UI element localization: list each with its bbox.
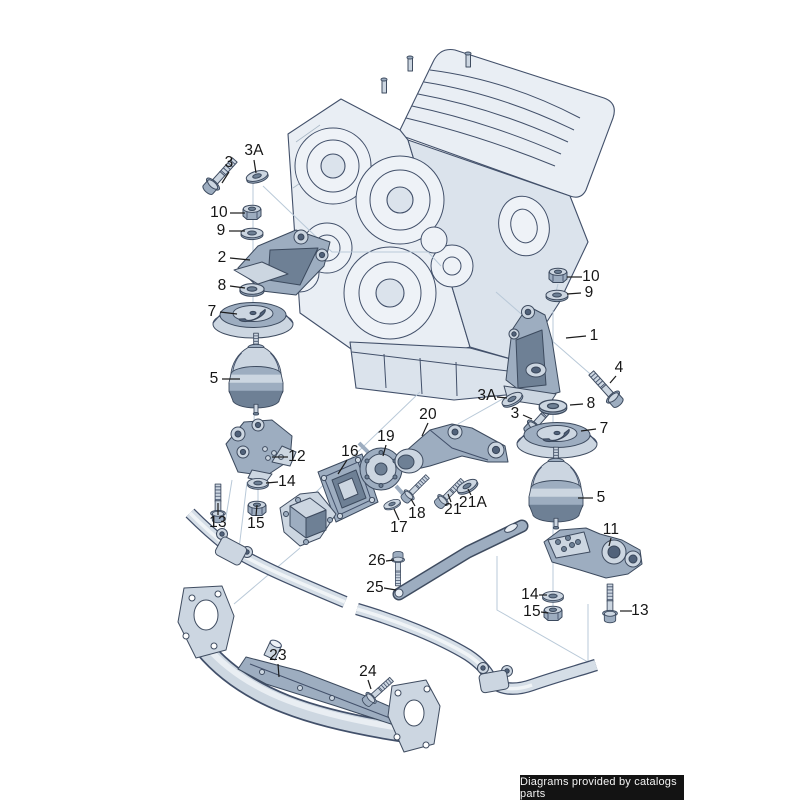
part-callout-21: 21 — [444, 501, 462, 518]
part-callout-14: 14 — [521, 586, 539, 603]
leader-line-8 — [569, 403, 584, 406]
bolt-13-right — [602, 583, 618, 624]
leader-line-26 — [385, 559, 395, 562]
stabilizer-clamp-left — [214, 528, 253, 566]
mount-5-right — [528, 446, 584, 530]
part-callout-10: 10 — [210, 204, 228, 221]
strut-25 — [392, 519, 529, 601]
leader-line-14 — [265, 481, 279, 484]
construction-lines — [221, 178, 605, 663]
part-callout-3: 3 — [224, 154, 234, 171]
bracket-11 — [543, 527, 643, 579]
washer-9-left — [240, 227, 264, 241]
part-callout-25: 25 — [366, 579, 384, 596]
engine-assembly — [280, 48, 615, 401]
part-callout-13: 13 — [631, 602, 649, 619]
leader-line-3a — [496, 396, 508, 399]
part-callout-16: 16 — [341, 443, 359, 460]
nut-15-left — [247, 500, 267, 516]
washer-3a-left — [244, 168, 270, 186]
leader-line-25 — [383, 587, 397, 591]
leader-line-23 — [277, 663, 280, 678]
bolt-3-right — [520, 395, 563, 440]
part-callout-2: 2 — [217, 249, 227, 266]
leader-line-3 — [522, 414, 533, 420]
part-callout-15: 15 — [247, 515, 265, 532]
bracket-1 — [503, 305, 561, 407]
stabilizer-clamp-right — [477, 662, 513, 694]
bolt-3-left — [199, 153, 242, 198]
leader-line-3a — [253, 159, 257, 174]
nut-10-right — [548, 267, 568, 283]
part-callout-23: 23 — [269, 647, 287, 664]
leader-line-7 — [580, 428, 597, 432]
leader-line-4 — [609, 375, 617, 384]
leader-line-8 — [229, 285, 246, 289]
part-callout-8: 8 — [217, 277, 227, 294]
part-callout-18: 18 — [408, 505, 426, 522]
provider-badge-text: Diagrams provided by catalogs parts — [520, 775, 677, 800]
washer-8-right — [538, 399, 568, 415]
part-callout-12: 12 — [288, 448, 306, 465]
housing-16 — [317, 453, 379, 523]
part-callout-3a: 3A — [244, 142, 264, 159]
mount-19 — [357, 441, 405, 496]
part-callout-20: 20 — [419, 406, 437, 423]
part-callout-17: 17 — [390, 519, 408, 536]
leader-line-16 — [337, 459, 348, 475]
leader-line-9 — [566, 292, 582, 295]
part-callout-14: 14 — [278, 473, 296, 490]
leader-line-3 — [221, 171, 230, 184]
part-callout-7: 7 — [599, 420, 609, 437]
part-callout-3a: 3A — [477, 387, 497, 404]
part-callout-21a: 21A — [458, 494, 488, 511]
washer-9-right — [545, 289, 569, 303]
part-callout-10: 10 — [582, 268, 600, 285]
part-callout-9: 9 — [216, 222, 226, 239]
part-callout-9: 9 — [584, 284, 594, 301]
bracket-20 — [394, 423, 509, 474]
part-callout-5: 5 — [209, 370, 219, 387]
part-callout-3: 3 — [510, 405, 520, 422]
part-callout-26: 26 — [368, 552, 386, 569]
washer-17 — [382, 497, 403, 513]
part-callout-1: 1 — [589, 327, 599, 344]
provider-badge: Diagrams provided by catalogs parts — [520, 775, 684, 800]
washer-14-left — [247, 477, 269, 490]
part-callout-11: 11 — [602, 521, 620, 538]
leader-line-11 — [608, 537, 612, 547]
support-7-right — [516, 422, 598, 459]
part-callout-8: 8 — [586, 395, 596, 412]
mount-5-left — [228, 332, 284, 416]
leader-line-24 — [367, 679, 372, 690]
part-callout-13: 13 — [209, 514, 227, 531]
bolt-26 — [391, 551, 405, 587]
leader-line-20 — [421, 422, 429, 437]
part-callout-4: 4 — [614, 359, 624, 376]
bracket-plate-engine-support — [279, 491, 337, 547]
washer-8-left — [239, 283, 265, 297]
part-callout-5: 5 — [596, 489, 606, 506]
part-callout-24: 24 — [359, 663, 377, 680]
bolt-18 — [398, 471, 433, 506]
crossmember-23 — [177, 585, 441, 753]
part-callout-19: 19 — [377, 428, 395, 445]
leader-line-7 — [219, 311, 238, 315]
nut-10-left — [242, 204, 262, 220]
leader-line-2 — [229, 257, 251, 261]
leader-line-15 — [540, 611, 549, 614]
washer-14-right — [542, 590, 564, 603]
support-7-left — [212, 302, 294, 339]
part-callout-7: 7 — [207, 303, 217, 320]
nut-15-right — [543, 605, 563, 621]
leader-line-19 — [382, 444, 387, 457]
bracket-2 — [233, 229, 331, 296]
leader-line-1 — [565, 335, 587, 339]
part-callout-15: 15 — [523, 603, 541, 620]
